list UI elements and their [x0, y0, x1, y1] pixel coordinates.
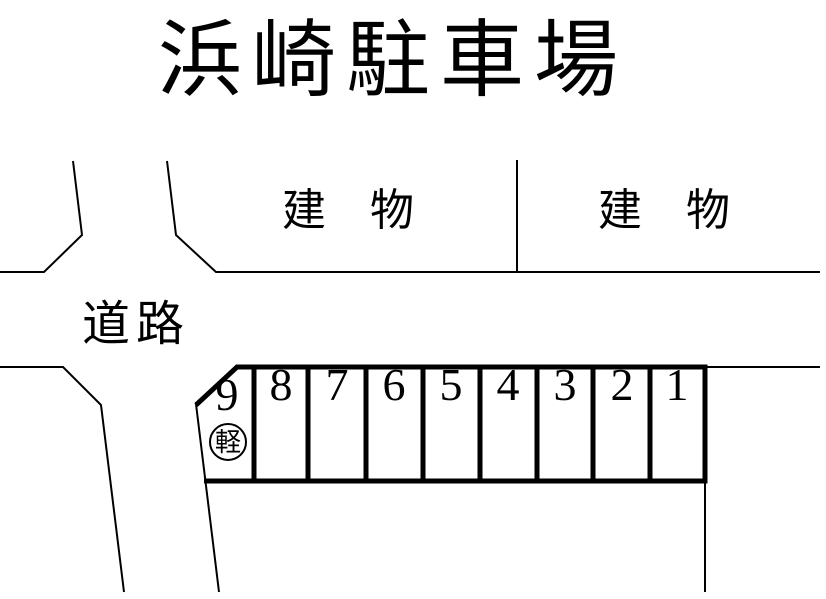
space-7-number: 7 [326, 359, 349, 410]
road-upper-left-edge-line [0, 160, 84, 273]
space-8-number: 8 [270, 359, 293, 410]
building-left-label: 建 物 [282, 186, 414, 235]
space-2-number: 2 [611, 359, 634, 410]
kei-badge-label: 軽 [215, 427, 241, 457]
road-label: 道路 [82, 298, 190, 351]
building-right-label: 建 物 [598, 186, 730, 235]
space-5-number: 5 [440, 359, 463, 410]
road-upper-right-edge-line [166, 160, 820, 273]
parking-west-boundary-line [195, 403, 220, 593]
space-4-number: 4 [497, 359, 520, 410]
page-title: 浜崎駐車場 [158, 13, 629, 107]
space-6-number: 6 [383, 359, 406, 410]
kei-badge-circle [209, 423, 247, 461]
space-9-number: 9 [216, 369, 239, 420]
space-1-number: 1 [666, 359, 689, 410]
space-3-number: 3 [554, 359, 577, 410]
road-lower-edge-line [0, 366, 125, 593]
